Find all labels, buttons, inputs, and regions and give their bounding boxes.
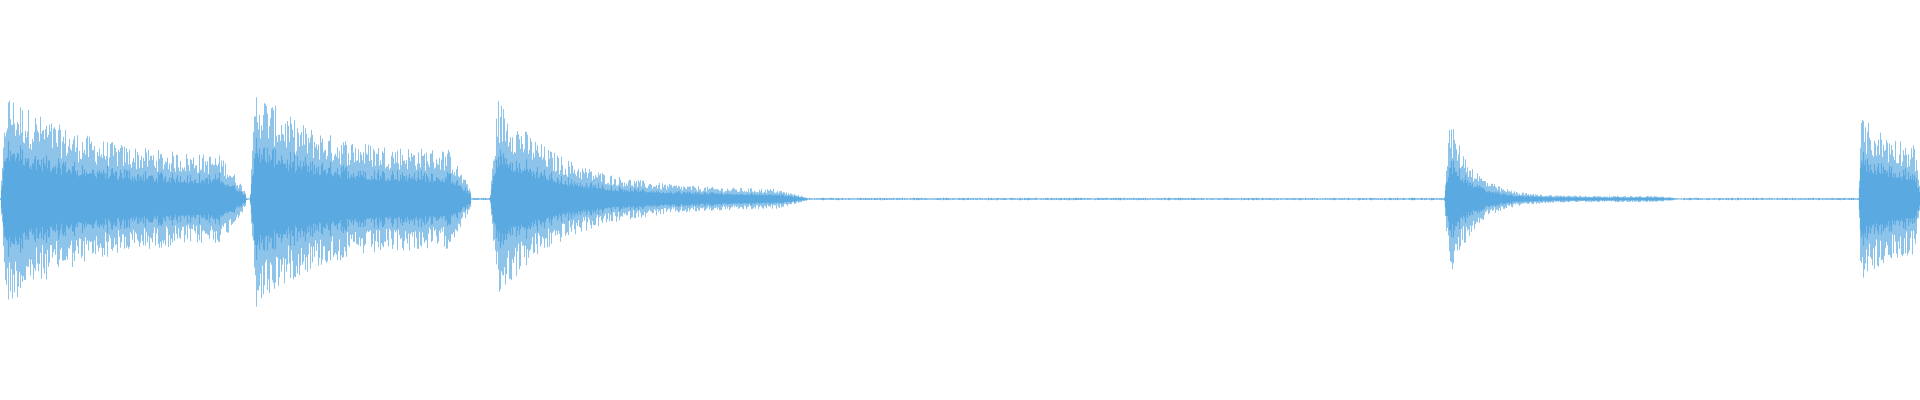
- waveform-bars: [0, 97, 1920, 307]
- waveform-rms: [0, 138, 1920, 260]
